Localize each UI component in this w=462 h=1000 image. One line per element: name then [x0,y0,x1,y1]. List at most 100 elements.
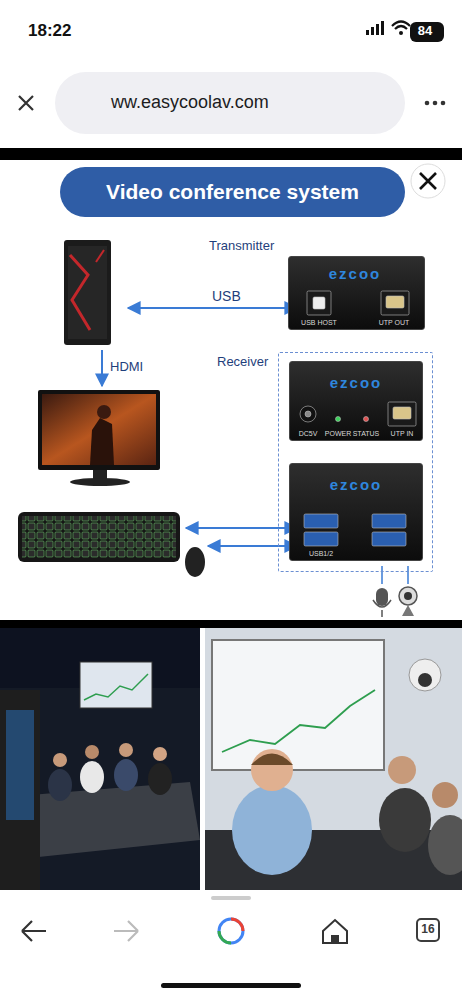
pc-tower [96,250,104,262]
close-button [411,164,445,198]
diagram-title: Video conference system [106,180,359,204]
device-port [300,406,316,422]
browser-navigation [231,919,243,931]
browser-navigation [323,920,347,943]
connection-label: HDMI [110,360,143,375]
pc-tower [68,246,107,339]
device-port [305,411,311,417]
monitor [38,390,160,486]
port-label: DC5V [293,430,323,438]
tab-count-box: 16 [416,918,440,942]
monitor [42,394,156,465]
receiver-unit: ezcooUSB1/2 [289,463,423,561]
browser-navigation [211,896,251,900]
port-label: USB1/2 [301,550,341,558]
device-port [386,296,404,308]
battery-level: 84 [410,24,440,39]
keyboard [18,512,180,562]
webcam [407,566,409,584]
conference-photo [153,747,167,761]
usb-cable [128,307,297,309]
usb-cable [186,527,297,529]
conference-photo [0,628,200,890]
conference-photo [48,769,72,801]
page-band [0,620,462,628]
connection-label: USB [212,288,241,304]
device-port [372,532,406,546]
port-label: UTP IN [384,430,420,438]
conference-photo [212,640,384,770]
browser-navigation [219,931,231,943]
webcam [402,605,414,616]
conference-photo [379,788,431,852]
monitor [97,405,111,419]
conference-photo [148,763,172,795]
brand-logo: ezcoo [290,476,422,493]
status-icons [376,24,379,35]
conference-photo [409,659,441,691]
browser-navigation [22,921,46,941]
title-banner: Video conference system [60,167,405,217]
conference-photo [222,690,375,752]
device-port [304,514,338,528]
conference-photo [80,761,104,793]
pc-tower [64,240,111,345]
status-icons [381,21,384,35]
receiver-unit: ezcooDC5VPOWERSTATUSUTP IN [289,361,423,441]
brand-logo: ezcoo [290,374,422,391]
browser-toolbar-icons [441,101,446,106]
browser-toolbar-icons [425,101,430,106]
tab-count: 16 [418,923,438,937]
conference-photo [251,749,293,791]
page-band [0,148,462,160]
browser-toolbar-icons [19,96,33,110]
browser-navigation [161,983,301,988]
transmitter-unit: TransmitterezcooUSB HOSTUTP OUT [288,256,425,330]
webcam [399,566,417,616]
close-button [420,173,436,189]
conference-photo [84,674,148,700]
conference-photo [80,662,152,708]
status-icons [399,31,403,35]
device-heading: Transmitter [209,239,274,254]
keyboard [22,516,176,558]
monitor [38,390,160,470]
browser-navigation [114,921,138,941]
device-port [381,291,409,315]
device-port [304,532,338,546]
conference-photo [119,743,133,757]
hdmi-cable [101,350,103,386]
browser-navigation [22,896,347,988]
conference-photo [0,690,40,890]
brand-logo: ezcoo [289,265,421,282]
indicator-label: POWER [324,430,352,438]
browser-navigation [331,935,339,943]
webcam [404,592,412,600]
url-text: ww.easycoolav.com [111,92,269,113]
port-label: UTP OUT [369,319,419,327]
conference-photo [428,815,462,875]
conference-photo [0,628,200,890]
close-button [411,164,445,198]
status-icons [395,26,407,29]
monitor [90,418,114,465]
device-port [336,417,341,422]
photo-divider [200,628,205,890]
status-icons [371,27,374,35]
device-port [372,514,406,528]
microphone [381,610,383,617]
device-port [307,291,331,315]
battery-indicator: 84 [410,22,444,42]
conference-photo [53,753,67,767]
conference-photo [232,785,312,875]
receiver-group: ReceiverezcooDC5VPOWERSTATUSUTP INezcooU… [278,352,433,572]
device-heading: Receiver [217,355,268,370]
webcam [399,587,417,605]
device-port [313,297,325,309]
conference-photo [205,628,462,890]
device-port [388,402,416,426]
browser-toolbar-icons [433,101,438,106]
conference-photo [205,628,462,890]
conference-photo [85,745,99,759]
indicator-label: STATUS [351,430,381,438]
